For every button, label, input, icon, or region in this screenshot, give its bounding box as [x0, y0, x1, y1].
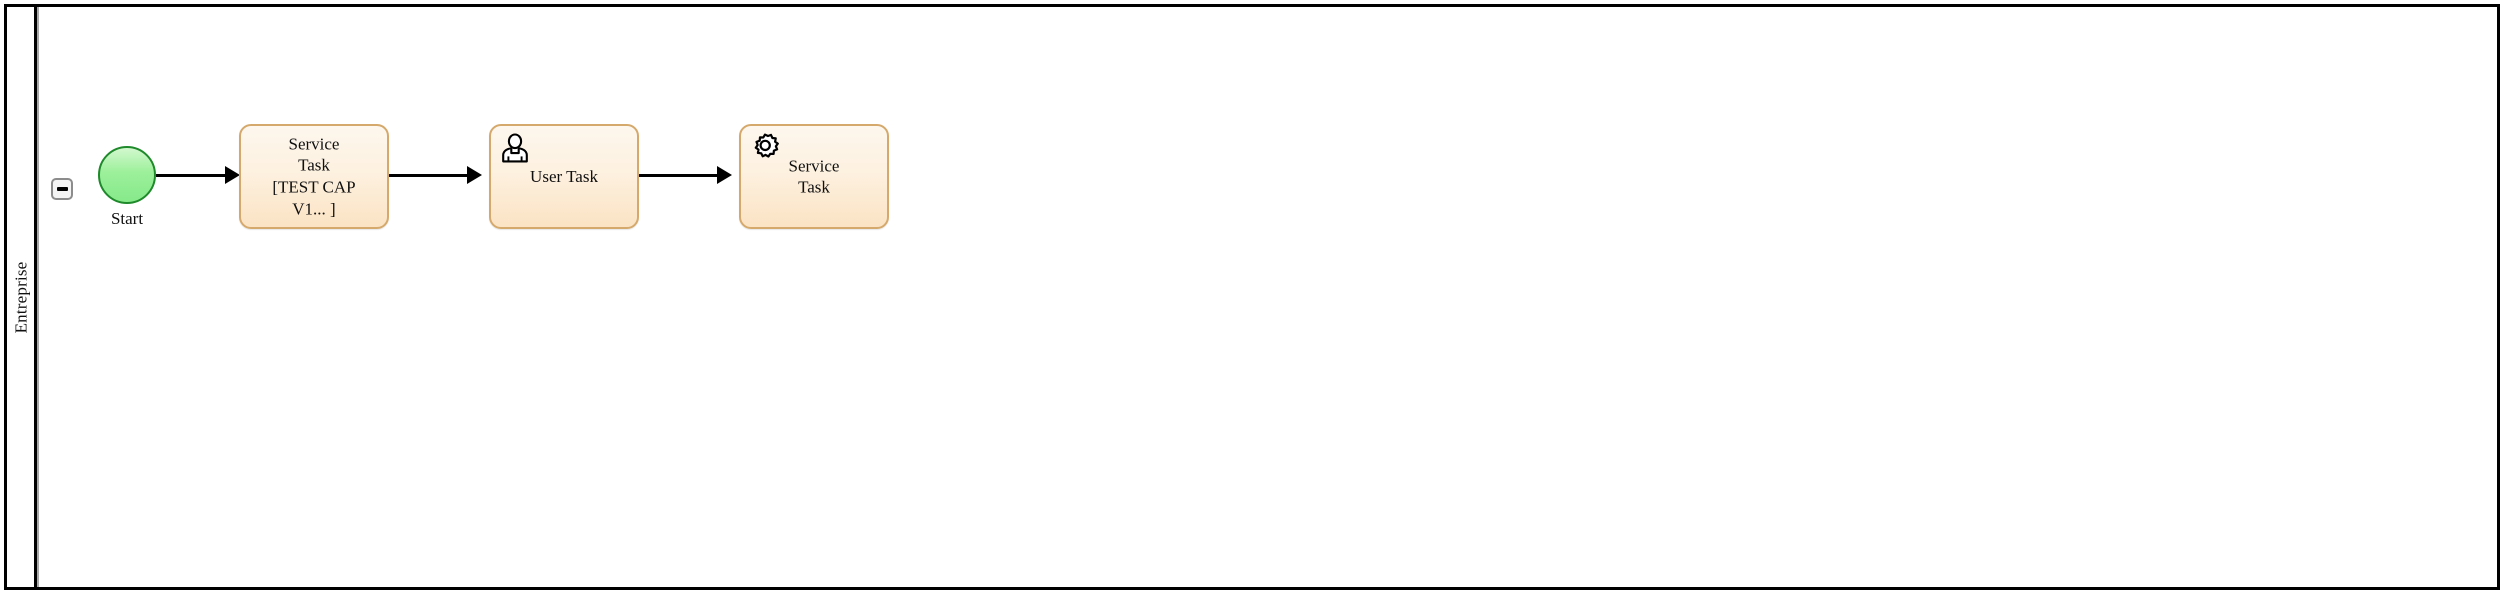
task-user-task-1-label: User Task [491, 166, 637, 188]
task-label-line: User Task [530, 166, 598, 186]
task-service-task-1-label: Service Task [TEST CAP V1... ] [241, 133, 387, 220]
start-event-label: Start [110, 209, 144, 228]
user-icon [500, 133, 530, 163]
sequence-flow-1 [156, 174, 228, 177]
task-user-task-1[interactable]: User Task [489, 124, 639, 229]
sequence-flow-3-arrowhead [717, 166, 732, 184]
task-service-task-2-label: Service Task [741, 155, 887, 199]
task-label-line: Service [788, 155, 840, 175]
lane-label-entreprise: Entreprise [11, 261, 31, 333]
minus-icon [56, 187, 68, 191]
sequence-flow-2 [389, 174, 470, 177]
lane-header: Entreprise [7, 7, 37, 587]
pool-entreprise: Entreprise Start Service Task [TEST CAP … [4, 4, 2500, 590]
lane-collapse-toggle[interactable] [51, 178, 73, 200]
gear-icon [750, 133, 780, 163]
task-label-line: [TEST CAP [272, 177, 356, 197]
sequence-flow-2-arrowhead [467, 166, 482, 184]
task-label-line: Task [798, 177, 830, 197]
sequence-flow-3 [639, 174, 720, 177]
sequence-flow-1-arrowhead [225, 166, 240, 184]
start-event[interactable] [98, 146, 156, 204]
task-service-task-1[interactable]: Service Task [TEST CAP V1... ] [239, 124, 389, 229]
task-label-line: V1... ] [292, 199, 336, 219]
task-service-task-2[interactable]: Service Task [739, 124, 889, 229]
task-label-line: Task [298, 155, 330, 175]
task-label-line: Service [288, 134, 340, 153]
lane-body: Start Service Task [TEST CAP V1... ] [37, 7, 2497, 587]
